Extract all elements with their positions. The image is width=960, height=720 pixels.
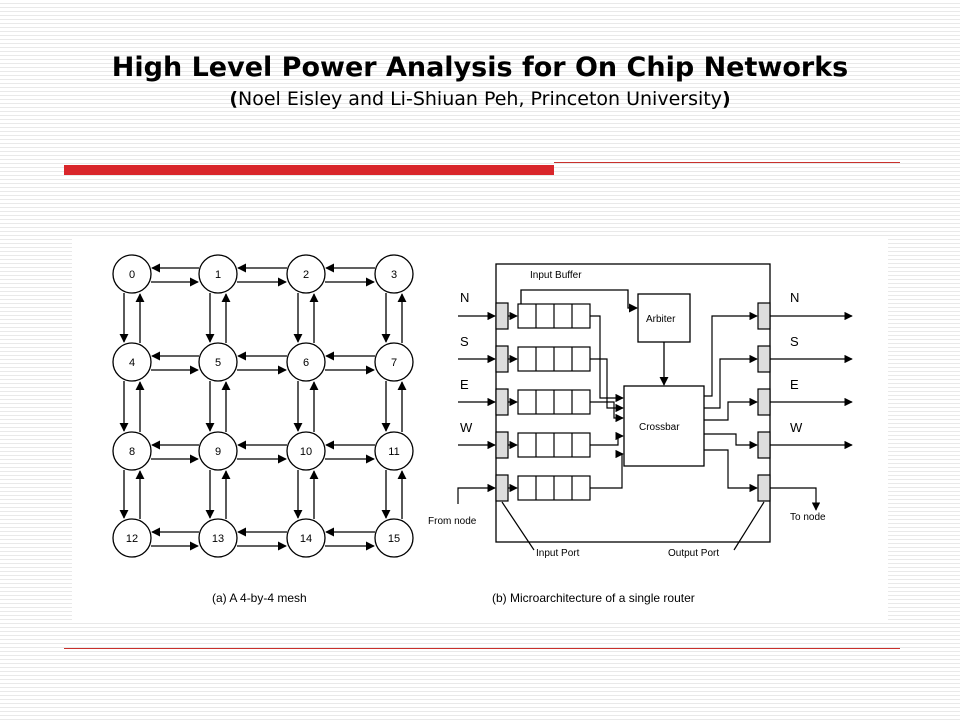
output-port-leader	[733, 501, 765, 551]
buffer-to-crossbar	[590, 449, 624, 489]
input-port-label: Input Port	[536, 548, 580, 559]
mesh-node-label: 11	[388, 446, 399, 458]
mesh-node-circle	[112, 431, 152, 471]
arbiter-label: Arbiter	[646, 314, 676, 325]
mesh-node-label: 12	[126, 533, 138, 545]
slide-title: High Level Power Analysis for On Chip Ne…	[60, 52, 900, 112]
output-dir-n: N	[790, 290, 799, 305]
output-port-stub	[757, 302, 771, 330]
mesh-node-label: 3	[391, 269, 397, 281]
to-node-link	[770, 487, 821, 511]
mesh-node-circle	[112, 254, 152, 294]
crossbar-to-output	[704, 354, 758, 409]
mesh-node-circle	[374, 254, 414, 294]
input-dir-w: W	[460, 420, 473, 435]
top-rule	[554, 162, 900, 163]
input-port-stub	[495, 388, 509, 416]
input-dir-s: S	[460, 334, 469, 349]
accent-bar	[64, 165, 554, 175]
mesh-node-label: 7	[391, 357, 397, 369]
title-main: High Level Power Analysis for On Chip Ne…	[111, 52, 849, 83]
mesh-node-label: 14	[300, 533, 312, 545]
mesh-node-label: 0	[129, 269, 135, 281]
mesh-node-label: 10	[300, 446, 312, 458]
input-dir-n: N	[460, 290, 469, 305]
mesh-node-circle	[286, 342, 326, 382]
from-node-label: From node	[428, 516, 477, 527]
output-dir-e: E	[790, 377, 799, 392]
buffer-to-crossbar	[590, 358, 624, 413]
crossbar-to-output	[704, 397, 758, 421]
buffer-to-crossbar	[590, 401, 624, 423]
input-port-stub	[495, 345, 509, 373]
close-paren: )	[721, 88, 731, 110]
crossbar-to-output	[704, 449, 758, 493]
output-port-stub	[757, 474, 771, 502]
mesh-node-label: 4	[129, 357, 135, 369]
mesh-node-circle	[112, 342, 152, 382]
to-node-label: To node	[790, 512, 826, 523]
mesh-caption: (a) A 4-by-4 mesh	[212, 591, 307, 605]
mesh-node-label: 2	[303, 269, 309, 281]
crossbar-to-output	[704, 311, 758, 397]
router-ports	[457, 302, 853, 551]
mesh-node-circle	[198, 342, 238, 382]
output-dir-w: W	[790, 420, 803, 435]
from-node-link	[457, 483, 496, 504]
input-port-stub	[495, 431, 509, 459]
crossbar-to-output	[704, 433, 758, 450]
output-port-stub	[757, 388, 771, 416]
input-port-stub	[495, 474, 509, 502]
mesh-node-circle	[198, 254, 238, 294]
input-port-stub	[495, 302, 509, 330]
title-authors: Noel Eisley and Li-Shiuan Peh, Princeton…	[238, 88, 722, 110]
output-port-stub	[757, 431, 771, 459]
mesh-node-label: 6	[303, 357, 309, 369]
mesh-node-circle	[374, 431, 414, 471]
mesh-node-circle	[112, 518, 152, 558]
title-subtitle: (Noel Eisley and Li-Shiuan Peh, Princeto…	[60, 86, 900, 112]
mesh-node-circle	[198, 431, 238, 471]
output-port-stub	[757, 345, 771, 373]
bottom-rule	[64, 648, 900, 649]
input-port-leader	[501, 501, 535, 551]
crossbar-box	[623, 385, 705, 467]
mesh-node-label: 15	[388, 533, 400, 545]
mesh-node-circle	[286, 254, 326, 294]
output-port-label: Output Port	[668, 548, 719, 559]
crossbar-label: Crossbar	[639, 422, 680, 433]
mesh-node-label: 13	[212, 533, 224, 545]
mesh-node-circle	[198, 518, 238, 558]
open-paren: (	[229, 88, 239, 110]
mesh-node-circle	[286, 518, 326, 558]
mesh-node-label: 8	[129, 446, 135, 458]
input-dir-e: E	[460, 377, 469, 392]
buffer-to-crossbar	[590, 315, 624, 403]
mesh-node-label: 1	[215, 269, 221, 281]
output-dir-s: S	[790, 334, 799, 349]
input-buffer-label: Input Buffer	[530, 270, 582, 281]
router-caption: (b) Microarchitecture of a single router	[492, 591, 695, 605]
mesh-node-label: 5	[215, 357, 221, 369]
mesh-node-circle	[286, 431, 326, 471]
mesh-node-label: 9	[215, 446, 221, 458]
mesh-node-circle	[374, 342, 414, 382]
mesh-node-circle	[374, 518, 414, 558]
buffer-to-crossbar	[590, 431, 624, 446]
